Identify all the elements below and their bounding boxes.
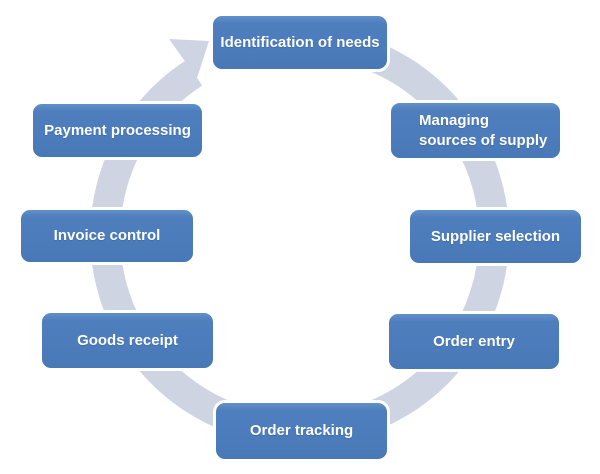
step-box-supplier-selection: Supplier selection: [407, 207, 584, 266]
cycle-arrowhead-icon: [169, 39, 209, 78]
step-label: Supplier selection: [430, 227, 561, 245]
step-label: Order tracking: [249, 422, 354, 439]
step-label: Goods receipt: [77, 331, 178, 349]
step-box-order-entry: Order entry: [386, 311, 562, 372]
step-box-identification-of-needs: Identification of needs: [210, 13, 390, 72]
step-box-payment-processing: Payment processing: [30, 101, 205, 160]
step-label: Identification of needs: [220, 33, 380, 51]
step-box-invoice-control: Invoice control: [18, 207, 196, 265]
step-label: Managing sources of supply: [419, 111, 548, 149]
step-label: Payment processing: [44, 121, 191, 139]
step-box-managing-sources-of-supply: Managing sources of supply: [388, 100, 563, 161]
step-box-order-tracking: Order tracking: [213, 400, 390, 462]
step-label: Invoice control: [53, 227, 161, 244]
step-label: Order entry: [433, 332, 515, 350]
step-box-goods-receipt: Goods receipt: [39, 310, 216, 371]
